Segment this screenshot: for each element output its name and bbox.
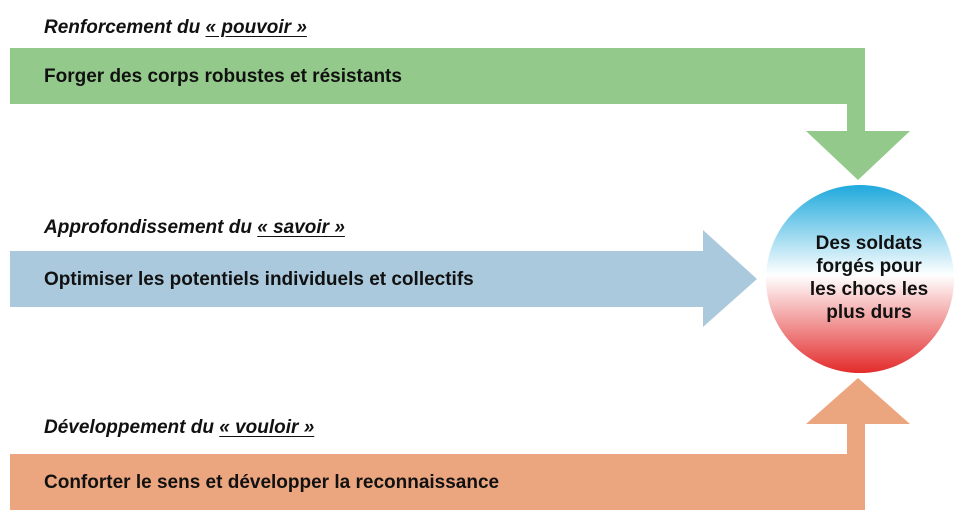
goal-circle xyxy=(766,185,954,373)
pouvoir-heading: Renforcement du « pouvoir » xyxy=(44,18,307,37)
goal-line-2: forgés pour xyxy=(816,256,922,277)
goal-text: Des soldats forgés pour les chocs les pl… xyxy=(790,232,948,324)
savoir-bar-text: Optimiser les potentiels individuels et … xyxy=(44,269,474,290)
savoir-heading-prefix: Approfondissement du xyxy=(44,217,258,238)
savoir-heading: Approfondissement du « savoir » xyxy=(44,218,345,237)
goal-line-1: Des soldats xyxy=(815,233,923,254)
vouloir-heading: Développement du « vouloir » xyxy=(44,418,314,437)
savoir-heading-key: « savoir » xyxy=(257,217,345,238)
pouvoir-heading-key: « pouvoir » xyxy=(205,17,307,38)
goal-line-3: les chocs les xyxy=(809,279,929,300)
vouloir-heading-key: « vouloir » xyxy=(219,417,315,438)
pouvoir-arrow xyxy=(10,48,910,180)
pouvoir-heading-prefix: Renforcement du xyxy=(44,17,206,38)
goal-line-4: plus durs xyxy=(826,302,912,323)
savoir-arrow xyxy=(10,230,757,327)
vouloir-heading-prefix: Développement du xyxy=(44,417,220,438)
vouloir-bar-text: Conforter le sens et développer la recon… xyxy=(44,472,500,493)
vouloir-arrow xyxy=(10,378,910,510)
pouvoir-bar-text: Forger des corps robustes et résistants xyxy=(44,66,402,87)
